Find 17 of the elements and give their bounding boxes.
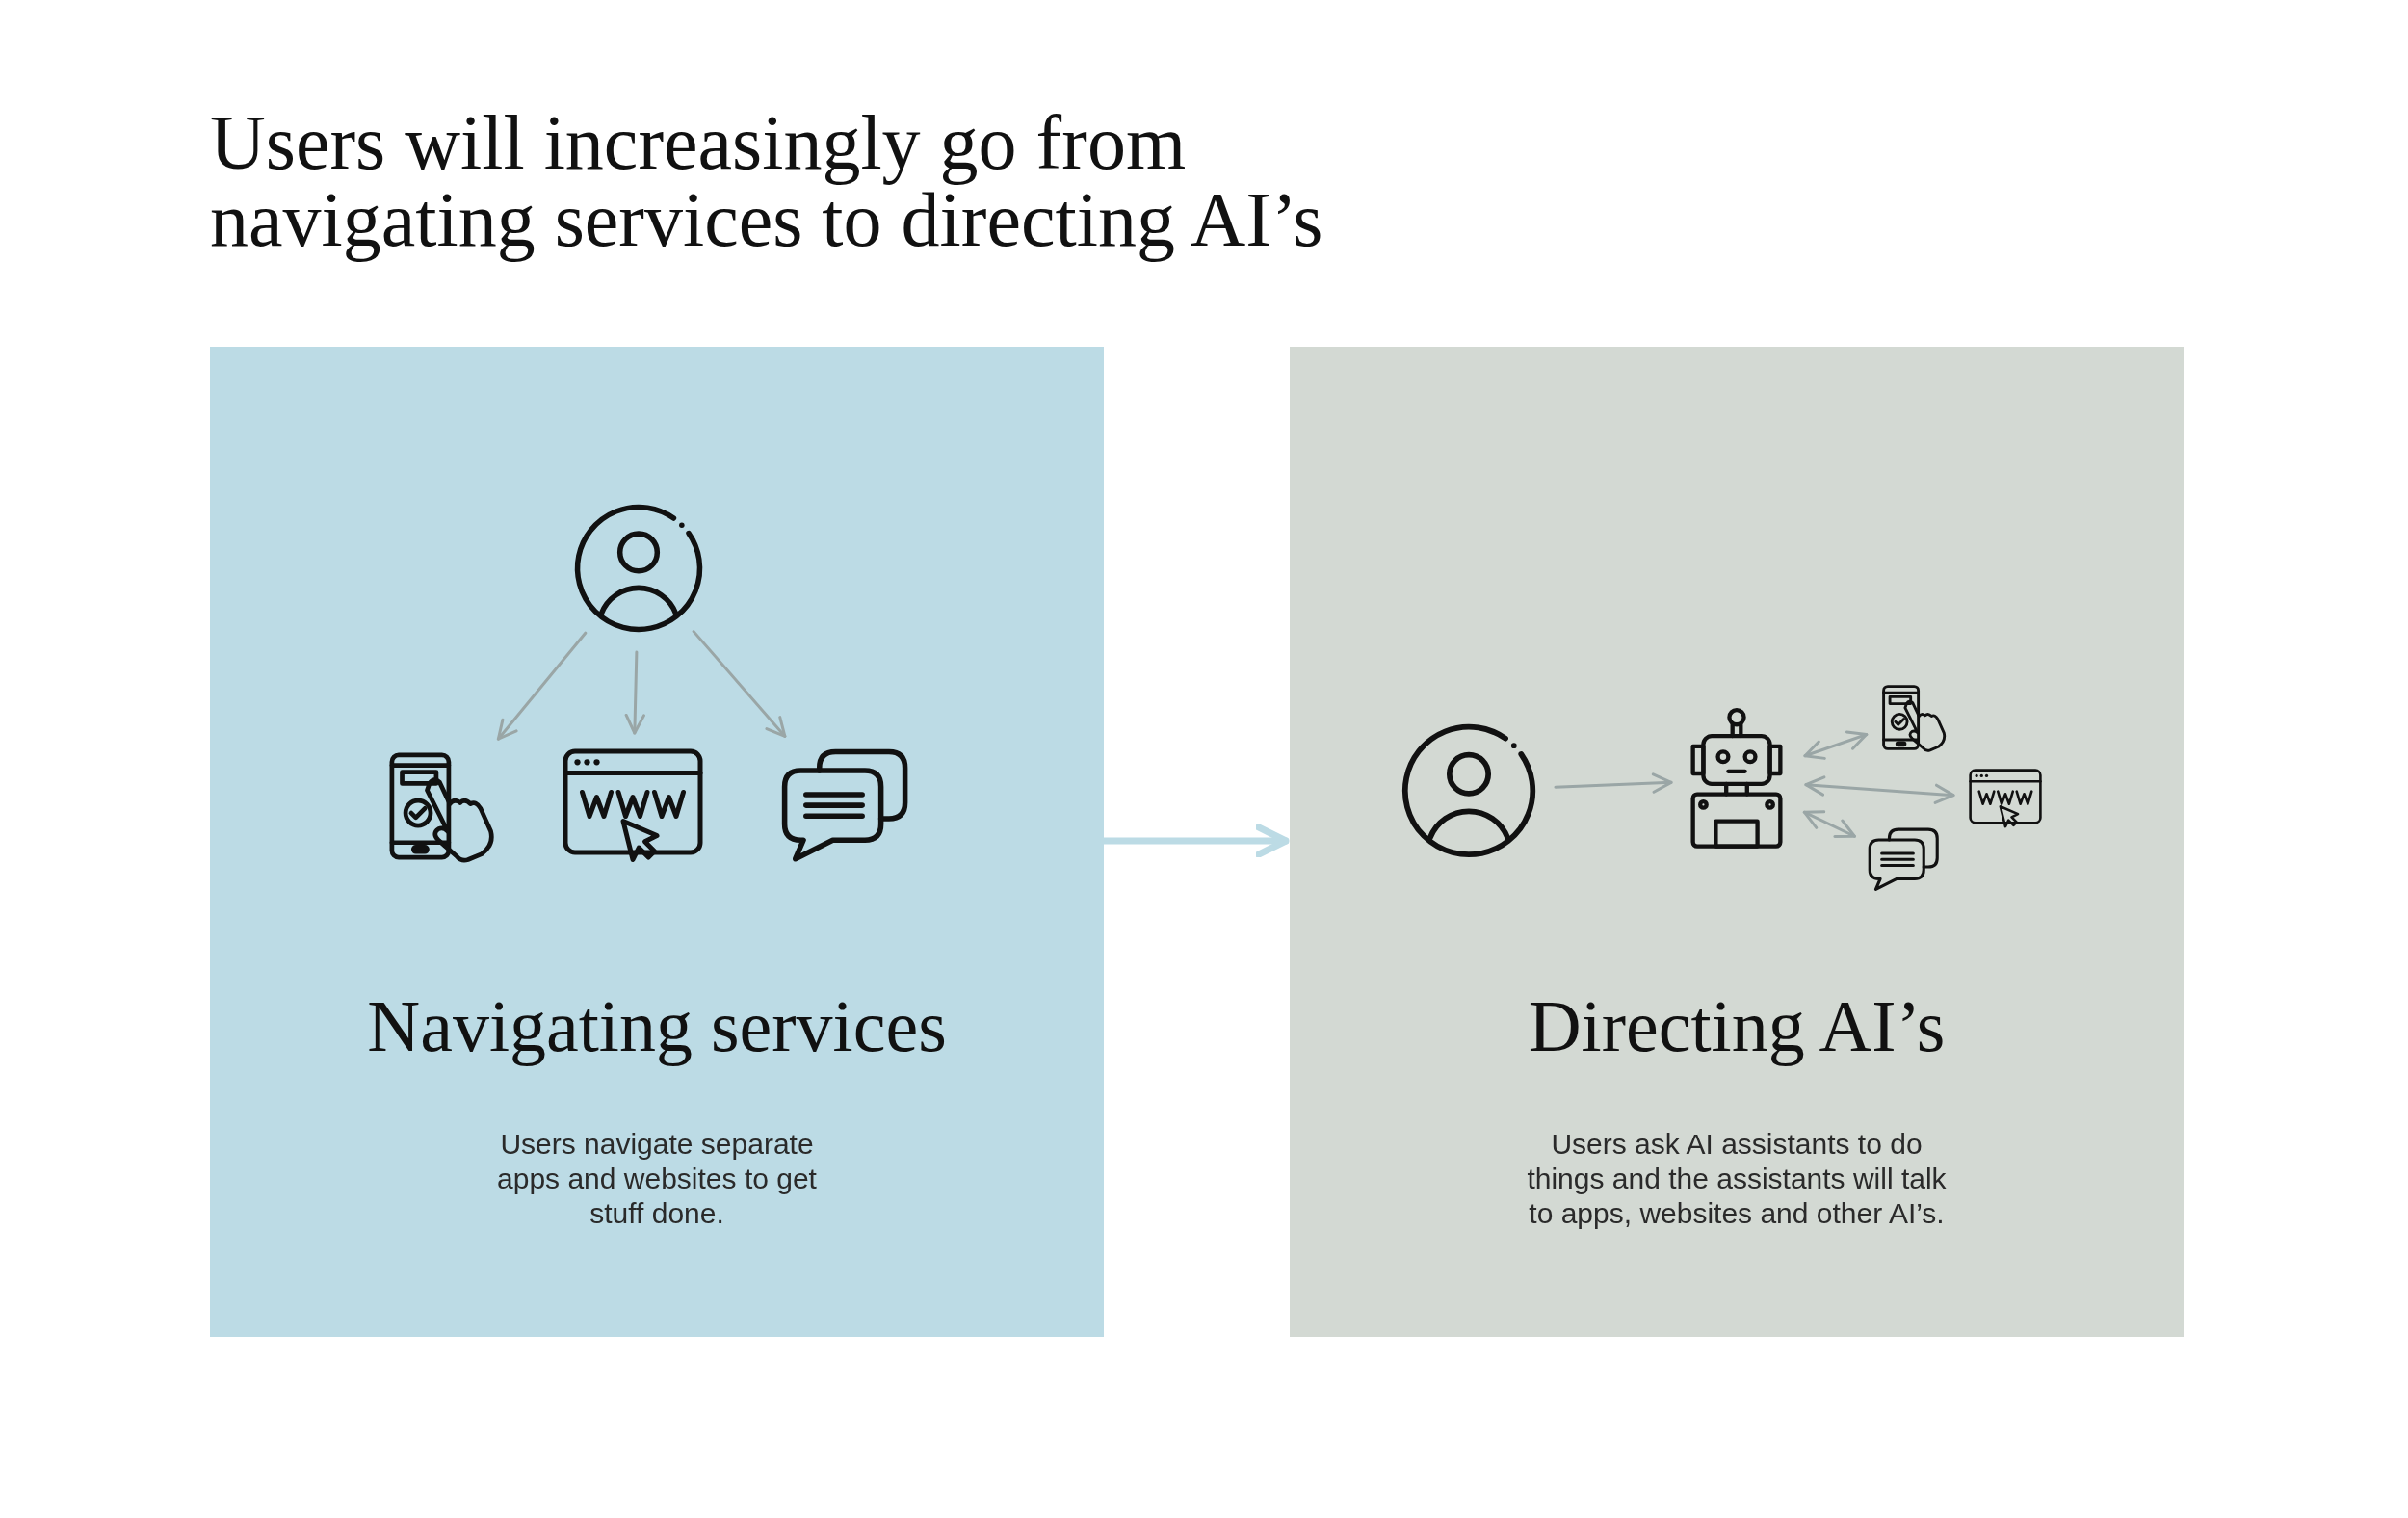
arrow	[624, 650, 645, 735]
arrow	[1554, 772, 1673, 794]
panel-heading: Directing AI’s	[1527, 984, 1947, 1068]
arrow	[1802, 810, 1856, 839]
panel	[210, 347, 1104, 1337]
browser-window-icon	[1967, 768, 2044, 830]
chat-bubbles-icon	[1867, 826, 1942, 894]
panel	[1290, 347, 2184, 1337]
panel-heading: Navigating services	[366, 984, 948, 1068]
arrow	[1804, 775, 1955, 804]
arrow	[1803, 730, 1869, 760]
panel-description: Users navigate separate apps and websites to get stuff done.	[496, 1127, 818, 1231]
person-icon	[1400, 721, 1538, 860]
person-icon	[572, 502, 705, 635]
arrow	[692, 630, 787, 738]
arrow	[496, 631, 588, 741]
panel-description: Users ask AI assistants to do things and the assistants will talk to apps, websites and other AI’s.	[1526, 1127, 1948, 1231]
